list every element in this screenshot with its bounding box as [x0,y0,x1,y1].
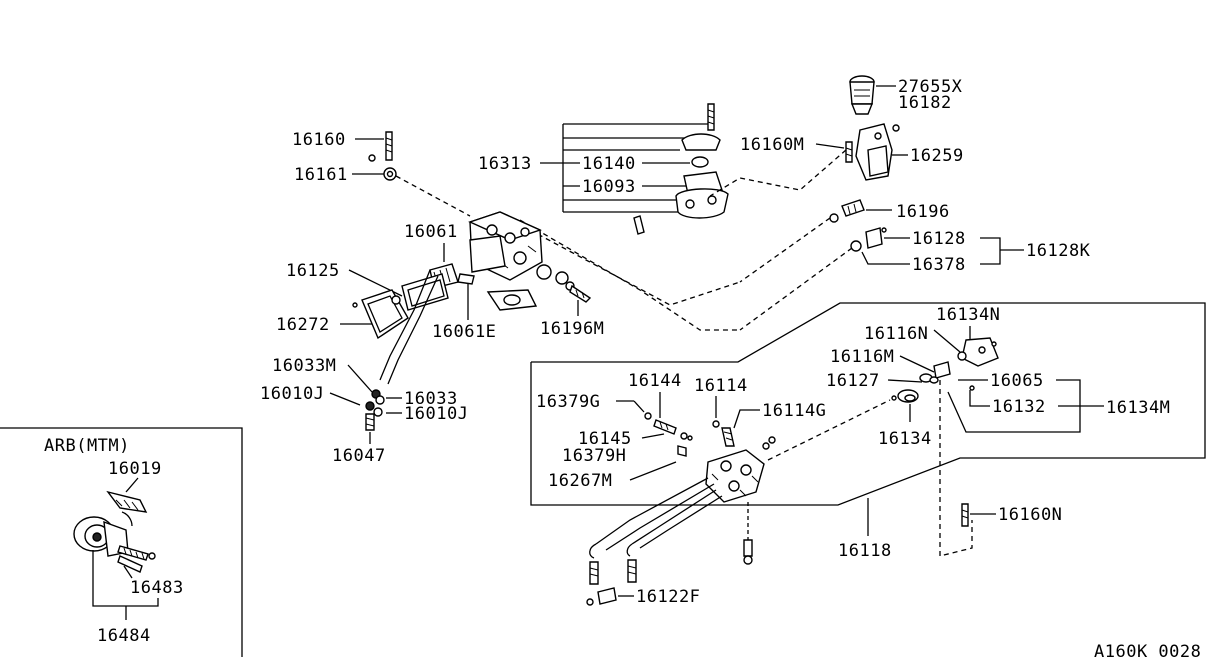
label-16114: 16114 [694,376,748,396]
inset-title: ARB(MTM) [44,436,130,456]
label-16093: 16093 [582,177,636,197]
screw-16160-part [368,131,393,162]
bolt-below-pump-part [743,539,753,557]
bracket-16134N-part [961,337,999,367]
label-16144: 16144 [628,371,682,391]
label-16122F: 16122F [636,587,700,607]
label-16134: 16134 [878,429,932,449]
label-16379H: 16379H [562,446,626,466]
diaphragm-16134-part [891,389,919,403]
label-16483: 16483 [130,578,184,598]
diagram-code: A160K 0028 [1094,642,1201,662]
label-16010J-left: 16010J [260,384,324,404]
label-16061: 16061 [404,222,458,242]
label-16134N: 16134N [936,305,1000,325]
plug-16379H-part [677,445,687,457]
label-16259: 16259 [910,146,964,166]
label-16267M: 16267M [548,471,612,491]
top-right-assembly: 27655X 16182 16160M 16259 16196 [709,75,1091,331]
label-16313: 16313 [478,154,532,174]
base-part [675,188,729,219]
gasket-part [469,235,506,273]
label-16132: 16132 [992,397,1046,417]
label-16127: 16127 [826,371,880,391]
actuator-16259-part [855,123,900,181]
right-assembly: 16134N 16116N 16116M 16127 16065 16132 1… [536,305,1170,607]
label-16134M: 16134M [1106,398,1170,418]
clip-part [633,215,645,235]
jet-16144-part [644,412,693,441]
label-16116M: 16116M [830,347,894,367]
label-16160: 16160 [292,130,346,150]
inset-bracket-part [106,490,148,513]
bolt-16061E-part [457,273,475,285]
label-16125: 16125 [286,261,340,281]
label-16033M: 16033M [272,356,336,376]
switch-16128-part [850,227,887,252]
label-16379G: 16379G [536,392,600,412]
left-assembly: 16160 16161 16061 [260,130,741,466]
label-16378: 16378 [912,255,966,275]
screw-16160M-part [845,141,853,163]
pipe-bolts-part [586,559,637,606]
inset-screws-part [117,545,156,573]
plate-16272-part [352,289,409,340]
cap-part [681,133,721,151]
right-frame [530,302,1206,506]
label-16116N: 16116N [864,324,928,344]
ring-16132-part [969,385,975,391]
ring-16140-part [691,156,709,168]
cover-16125-part [401,273,449,311]
label-16033: 16033 [404,389,458,409]
label-16114G: 16114G [762,401,826,421]
screw-16160N-part [961,503,969,527]
label-16161: 16161 [294,165,348,185]
label-16196M: 16196M [540,319,604,339]
sensor-27655X-part [849,75,875,115]
label-16128K: 16128K [1026,241,1091,261]
label-16019: 16019 [108,459,162,479]
label-27655X: 27655X [898,77,963,97]
label-16196: 16196 [896,202,950,222]
spring-16127-part [919,373,939,384]
needle-16196-part [829,199,865,223]
inset-panel: ARB(MTM) 16019 16483 16484 [0,427,243,657]
top-center-assembly: 16313 16140 16093 [478,103,729,235]
label-16145: 16145 [578,429,632,449]
seal-16116M-part [933,361,951,379]
label-16160N: 16160N [998,505,1062,525]
fitting-cluster-part [365,389,385,431]
label-16140: 16140 [582,154,636,174]
pump-body-part [705,436,776,503]
label-16118: 16118 [838,541,892,561]
label-16061E: 16061E [432,322,496,342]
label-16484: 16484 [97,626,151,646]
needle-16196M-part [536,264,592,303]
label-16047: 16047 [332,446,386,466]
label-16128: 16128 [912,229,966,249]
label-16010J-right: 16010J [404,404,468,424]
label-16272: 16272 [276,315,330,335]
label-16182: 16182 [898,93,952,113]
screw-16114-part [712,420,735,447]
label-16160M: 16160M [740,135,804,155]
ring-16116N-part [957,351,967,361]
label-16065: 16065 [990,371,1044,391]
